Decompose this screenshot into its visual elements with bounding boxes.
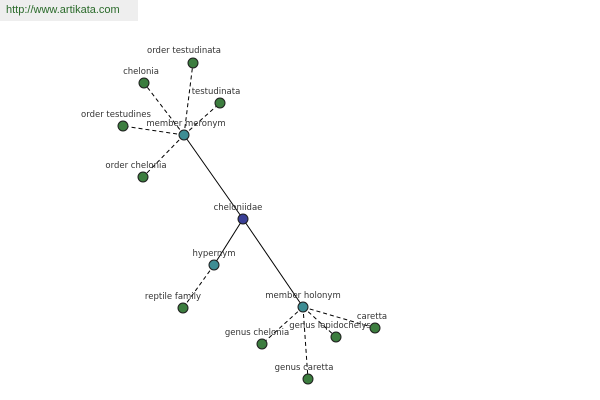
term-node-genus-caretta[interactable] (302, 373, 314, 385)
edge-holonym-genus-chelonia (261, 306, 304, 345)
edge-hypernym-reptile-family (182, 264, 215, 309)
edge-root-hypernym (213, 218, 244, 266)
edge-meronym-order-chelonia (142, 134, 185, 178)
relation-node-meronym[interactable] (178, 129, 190, 141)
term-label-order-testudines[interactable]: order testudines (81, 110, 151, 120)
site-url-label[interactable]: http://www.artikata.com (0, 0, 138, 21)
edge-meronym-chelonia (143, 82, 185, 136)
relation-label-holonym[interactable]: member holonym (265, 291, 340, 301)
term-node-genus-lepidochelys[interactable] (330, 331, 342, 343)
relation-node-holonym[interactable] (297, 301, 309, 313)
term-label-genus-caretta[interactable]: genus caretta (275, 363, 334, 373)
root-label[interactable]: cheloniidae (214, 203, 263, 213)
term-node-chelonia[interactable] (138, 77, 150, 89)
term-node-order-testudines[interactable] (117, 120, 129, 132)
term-node-testudinata[interactable] (214, 97, 226, 109)
relation-node-hypernym[interactable] (208, 259, 220, 271)
edge-meronym-testudinata (183, 102, 221, 136)
graph-edges (122, 62, 376, 380)
term-node-order-testudinata[interactable] (187, 57, 199, 69)
term-node-reptile-family[interactable] (177, 302, 189, 314)
edge-root-holonym (242, 218, 304, 308)
term-label-testudinata[interactable]: testudinata (192, 87, 241, 97)
graph-nodes (117, 57, 381, 385)
term-label-order-chelonia[interactable]: order chelonia (105, 161, 166, 171)
term-label-reptile-family[interactable]: reptile family (145, 292, 201, 302)
edge-root-meronym (183, 134, 244, 220)
term-label-genus-lepidochelys[interactable]: genus lepidochelys (289, 321, 371, 331)
edge-meronym-order-testudinata (183, 62, 194, 136)
term-node-order-chelonia[interactable] (137, 171, 149, 183)
term-label-caretta[interactable]: caretta (357, 312, 387, 322)
relation-label-meronym[interactable]: member meronym (146, 119, 225, 129)
term-node-caretta[interactable] (369, 322, 381, 334)
edge-holonym-caretta (302, 306, 376, 329)
term-label-order-testudinata[interactable]: order testudinata (147, 46, 221, 56)
edge-meronym-order-testudines (122, 125, 185, 136)
term-label-genus-chelonia[interactable]: genus chelonia (225, 328, 289, 338)
graph-labels: cheloniidae member meronym order testudina… (81, 46, 387, 373)
edge-holonym-genus-caretta (302, 306, 309, 380)
root-node[interactable] (237, 213, 249, 225)
relation-label-hypernym[interactable]: hypernym (192, 249, 235, 259)
term-label-chelonia[interactable]: chelonia (123, 67, 159, 77)
edge-holonym-genus-lepidochelys (302, 306, 337, 338)
term-node-genus-chelonia[interactable] (256, 338, 268, 350)
